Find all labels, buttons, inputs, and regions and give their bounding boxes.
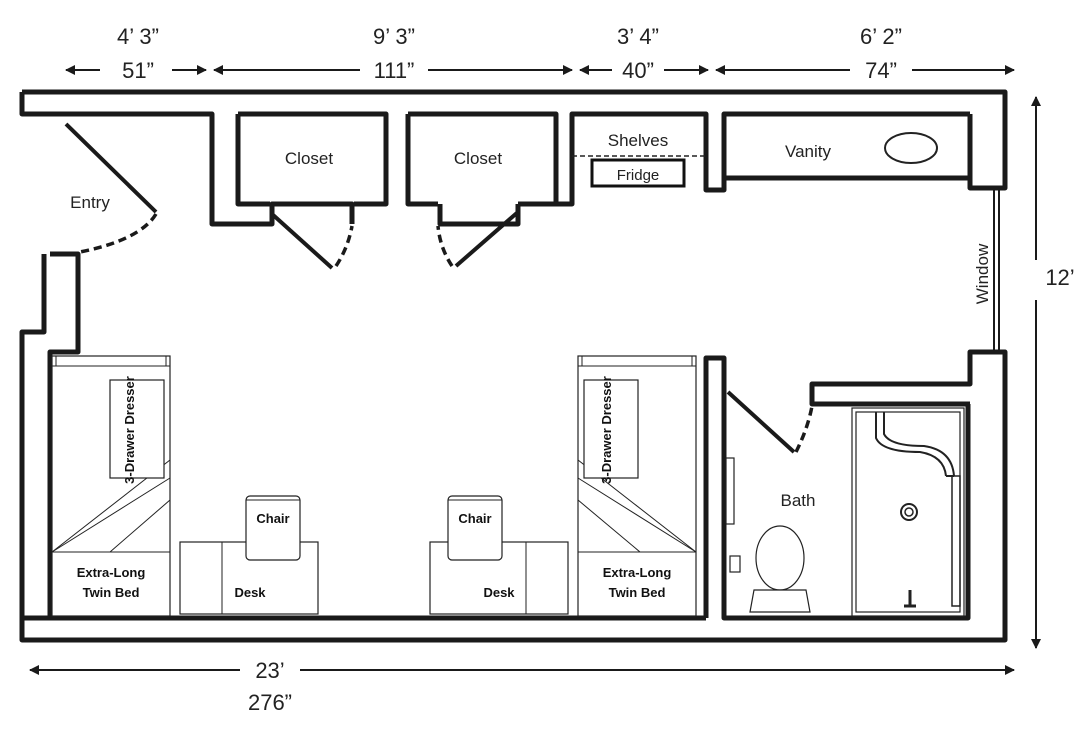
dresser-right-label: 3-Drawer Dresser [599,376,614,484]
dim-vanity-inches: 74” [865,58,897,83]
dim-shelves-inches: 40” [622,58,654,83]
dim-room-length-inches: 276” [248,690,292,715]
dresser-right [583,379,639,479]
chair-left-label: Chair [256,511,289,526]
dresser-left-label: 3-Drawer Dresser [122,376,137,484]
toilet-paper-holder [729,555,741,573]
dim-entry-inches: 51” [122,58,154,83]
chair-left [245,495,301,561]
desk-left-label: Desk [234,585,266,600]
dim-room-length-feet: 23’ [255,658,284,683]
tub-drain-inner-icon [904,507,914,517]
shelves-label: Shelves [608,131,668,150]
bath-label: Bath [781,491,816,510]
bed-right-label-line2: Twin Bed [609,585,666,600]
vanity-label: Vanity [785,142,831,161]
bath-door [726,390,814,454]
dim-room-depth: 12’ [1045,265,1074,290]
toilet [749,525,811,613]
closet-door-left [270,212,354,270]
closet-door-right [436,210,520,268]
bed-left-label-line2: Twin Bed [83,585,140,600]
chair-right-label: Chair [458,511,491,526]
dim-closets-inches: 111” [374,58,415,83]
tub-faucet-icon [904,590,916,608]
desk-right-label: Desk [483,585,515,600]
closet-label-right: Closet [454,149,502,168]
towel-bar [725,457,735,525]
fridge-label: Fridge [617,167,660,184]
closet-label-left: Closet [285,149,333,168]
outer-walls [19,89,1008,643]
bed-left-label-line1: Extra-Long [77,565,146,580]
window-label: Window [973,243,992,304]
dresser-left [109,379,165,479]
dim-vanity-feet: 6’ 2” [860,24,902,49]
vanity-sink [884,132,938,164]
chair-right [447,495,503,561]
bed-right-label-line1: Extra-Long [603,565,672,580]
entry-door [64,122,158,254]
bathtub [851,407,965,617]
dim-closets-feet: 9’ 3” [373,24,415,49]
dim-shelves-feet: 3’ 4” [617,24,659,49]
entry-label: Entry [70,193,110,212]
dim-entry-feet: 4’ 3” [117,24,159,49]
fridge [590,158,686,188]
